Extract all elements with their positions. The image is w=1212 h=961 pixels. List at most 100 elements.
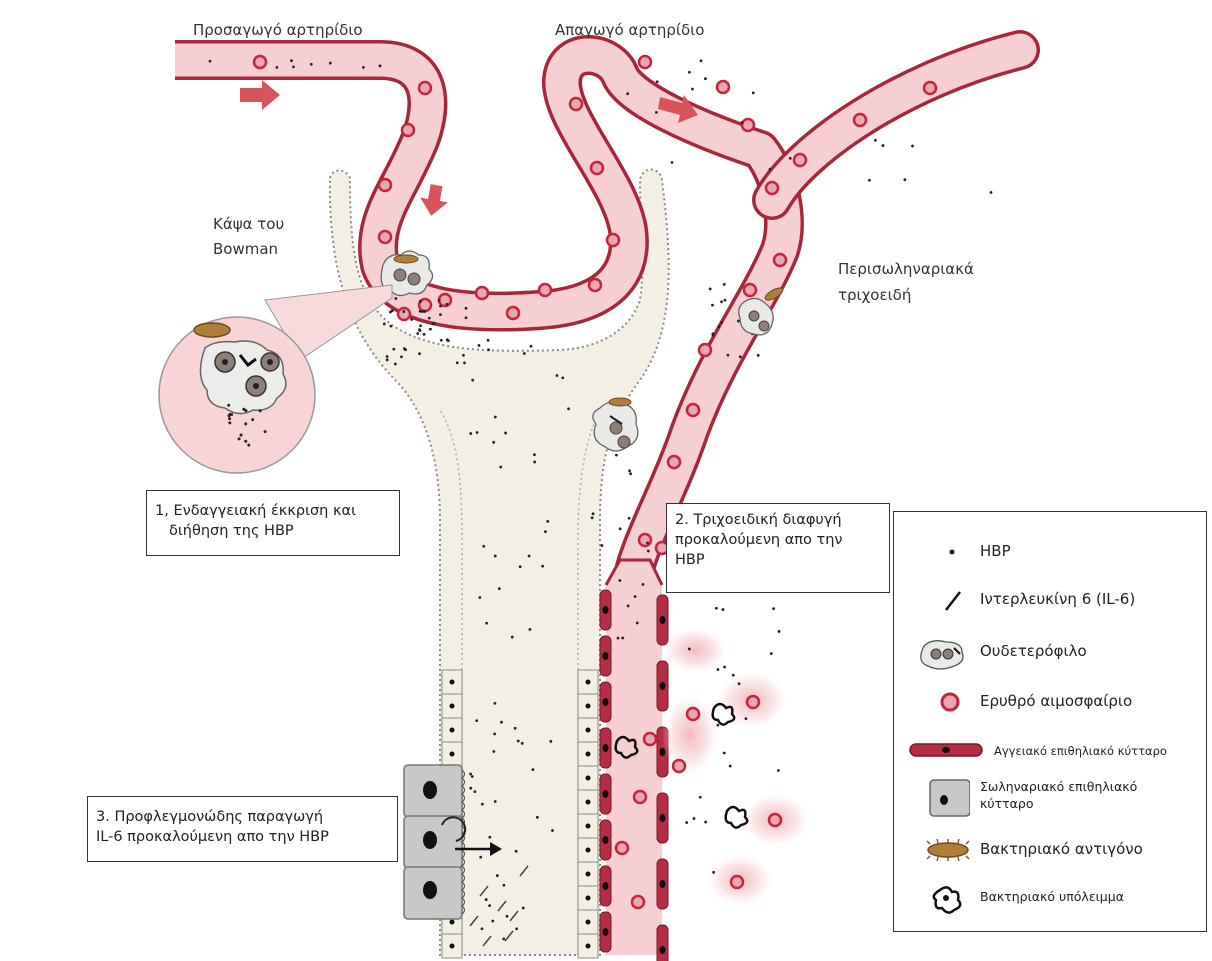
hbp-dot	[621, 637, 624, 640]
hbp-dot	[724, 299, 727, 302]
hbp-dot	[440, 339, 443, 342]
hbp-dot	[556, 374, 559, 377]
hbp-dot	[488, 904, 491, 907]
hbp-dot	[494, 555, 497, 558]
hbp-dot	[290, 59, 293, 62]
legend-label-il6: Ιντερλευκίνη 6 (IL-6)	[980, 590, 1135, 609]
bacterial-antigen-icon	[908, 830, 970, 870]
hbp-dot	[691, 88, 694, 91]
hbp-dot	[228, 417, 231, 420]
hbp-dot	[492, 441, 495, 444]
legend-label-tubular-line1: Σωληναριακό επιθηλιακό	[980, 778, 1137, 795]
step-2-box: 2. Τριχοειδική διαφυγή προκαλούμενη απο …	[666, 503, 890, 593]
afferent-arteriole-label: Προσαγωγό αρτηρίδιο	[193, 20, 363, 40]
hbp-dot	[777, 769, 780, 772]
legend-item-hbp: HBP	[894, 532, 1206, 572]
hbp-dot	[615, 454, 618, 457]
tubule-cell-nucleus	[586, 704, 591, 709]
hbp-dot	[720, 300, 723, 303]
hbp-dot	[628, 469, 631, 472]
red-blood-cell	[673, 760, 685, 772]
peritubular-label-line2: τριχοειδή	[838, 282, 974, 308]
bacterial-debris-icon	[908, 878, 970, 918]
red-blood-cell	[687, 404, 699, 416]
red-blood-cell	[632, 896, 644, 908]
hbp-dot	[711, 304, 714, 307]
hbp-dot	[423, 333, 426, 336]
red-blood-cell	[379, 231, 391, 243]
hbp-dot	[402, 310, 405, 313]
hbp-dot	[479, 856, 482, 859]
hbp-dot	[386, 358, 389, 361]
red-blood-cell	[717, 81, 729, 93]
hbp-dot	[247, 444, 250, 447]
hbp-dot	[503, 884, 506, 887]
step-1-box: 1, Ενδαγγειακή έκκριση και διήθηση της H…	[146, 490, 400, 556]
red-blood-cell	[439, 294, 451, 306]
hbp-dot	[656, 80, 659, 83]
hbp-dot	[264, 430, 267, 433]
tubule-cell-nucleus	[586, 776, 591, 781]
hbp-dot	[720, 321, 723, 324]
hbp-dot	[990, 191, 993, 194]
endothelial-nucleus	[603, 698, 609, 706]
hbp-dot	[628, 517, 631, 520]
tubule-cell-nucleus	[450, 680, 455, 685]
bowman-label-line1: Κάψα του	[213, 212, 284, 237]
bowman-label-line2: Bowman	[213, 237, 284, 262]
hbp-dot	[471, 379, 474, 382]
step-2-line3: HBP	[675, 550, 881, 570]
hbp-dot	[519, 565, 522, 568]
hbp-dot	[492, 750, 495, 753]
hbp-dot	[500, 721, 503, 724]
hbp-dot	[911, 145, 914, 148]
hbp-dot	[227, 404, 230, 407]
red-blood-cell	[398, 308, 410, 320]
hbp-dot	[418, 328, 421, 331]
step-3-line2: IL-6 προκαλούμενη απο την HBP	[96, 827, 389, 847]
hbp-dot	[646, 541, 649, 544]
red-blood-cell	[668, 456, 680, 468]
endothelial-nucleus	[603, 790, 609, 798]
legend-label-debris: Βακτηριακό υπόλειμμα	[980, 888, 1124, 905]
tubule-cell-nucleus	[450, 728, 455, 733]
red-blood-cell	[539, 284, 551, 296]
red-blood-cell	[507, 307, 519, 319]
hbp-dot	[688, 71, 691, 74]
hbp-dot	[400, 355, 403, 358]
hbp-dot	[723, 752, 726, 755]
hbp-dot	[752, 91, 755, 94]
hbp-dot	[627, 605, 630, 608]
legend-label-neutrophil: Ουδετερόφιλο	[980, 642, 1087, 661]
red-blood-cell	[254, 56, 266, 68]
hbp-dot	[498, 587, 501, 590]
hbp-dot	[488, 836, 491, 839]
hbp-dot	[329, 62, 332, 65]
hbp-dot	[717, 668, 720, 671]
red-blood-cell	[589, 279, 601, 291]
hbp-dot	[541, 565, 544, 568]
hbp-dot	[533, 453, 536, 456]
hbp-dot	[494, 702, 497, 705]
hbp-dot	[465, 307, 468, 310]
hbp-dot	[502, 937, 505, 940]
hbp-dot	[617, 637, 620, 640]
hbp-dot	[647, 550, 650, 553]
hbp-dot	[485, 622, 488, 625]
hbp-dot	[469, 787, 472, 790]
hbp-dot	[416, 332, 419, 335]
red-blood-cell	[747, 696, 759, 708]
hbp-dot	[903, 178, 906, 181]
legend-item-rbc: Ερυθρό αιμοσφαίριο	[894, 682, 1206, 722]
red-blood-cell	[639, 534, 651, 546]
hbp-dot	[487, 348, 490, 351]
hbp-dot	[732, 674, 735, 677]
hbp-dot	[533, 461, 536, 464]
il6-line-icon	[908, 580, 970, 620]
endothelial-nucleus	[603, 652, 609, 660]
red-blood-cell	[744, 284, 756, 296]
red-blood-cell	[766, 182, 778, 194]
tubule-cell-nucleus	[586, 872, 591, 877]
hbp-dot	[462, 354, 465, 357]
peritubular-label-line1: Περισωληναριακά	[838, 256, 974, 282]
